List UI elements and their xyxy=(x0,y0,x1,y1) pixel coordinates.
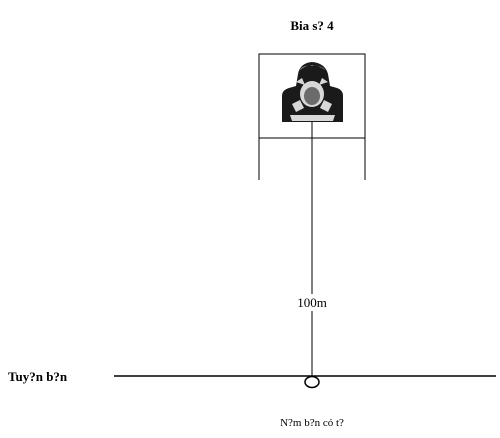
shooter-position-marker xyxy=(304,375,320,389)
shooter-position-label: N?m b?n có t? xyxy=(280,417,344,429)
target-title: Bia s? 4 xyxy=(290,18,334,33)
firing-line-label: Tuy?n b?n xyxy=(8,369,68,384)
distance-label: 100m xyxy=(297,295,327,310)
distance-label-bg xyxy=(294,294,330,311)
soldier-target-figure-icon xyxy=(282,62,343,122)
